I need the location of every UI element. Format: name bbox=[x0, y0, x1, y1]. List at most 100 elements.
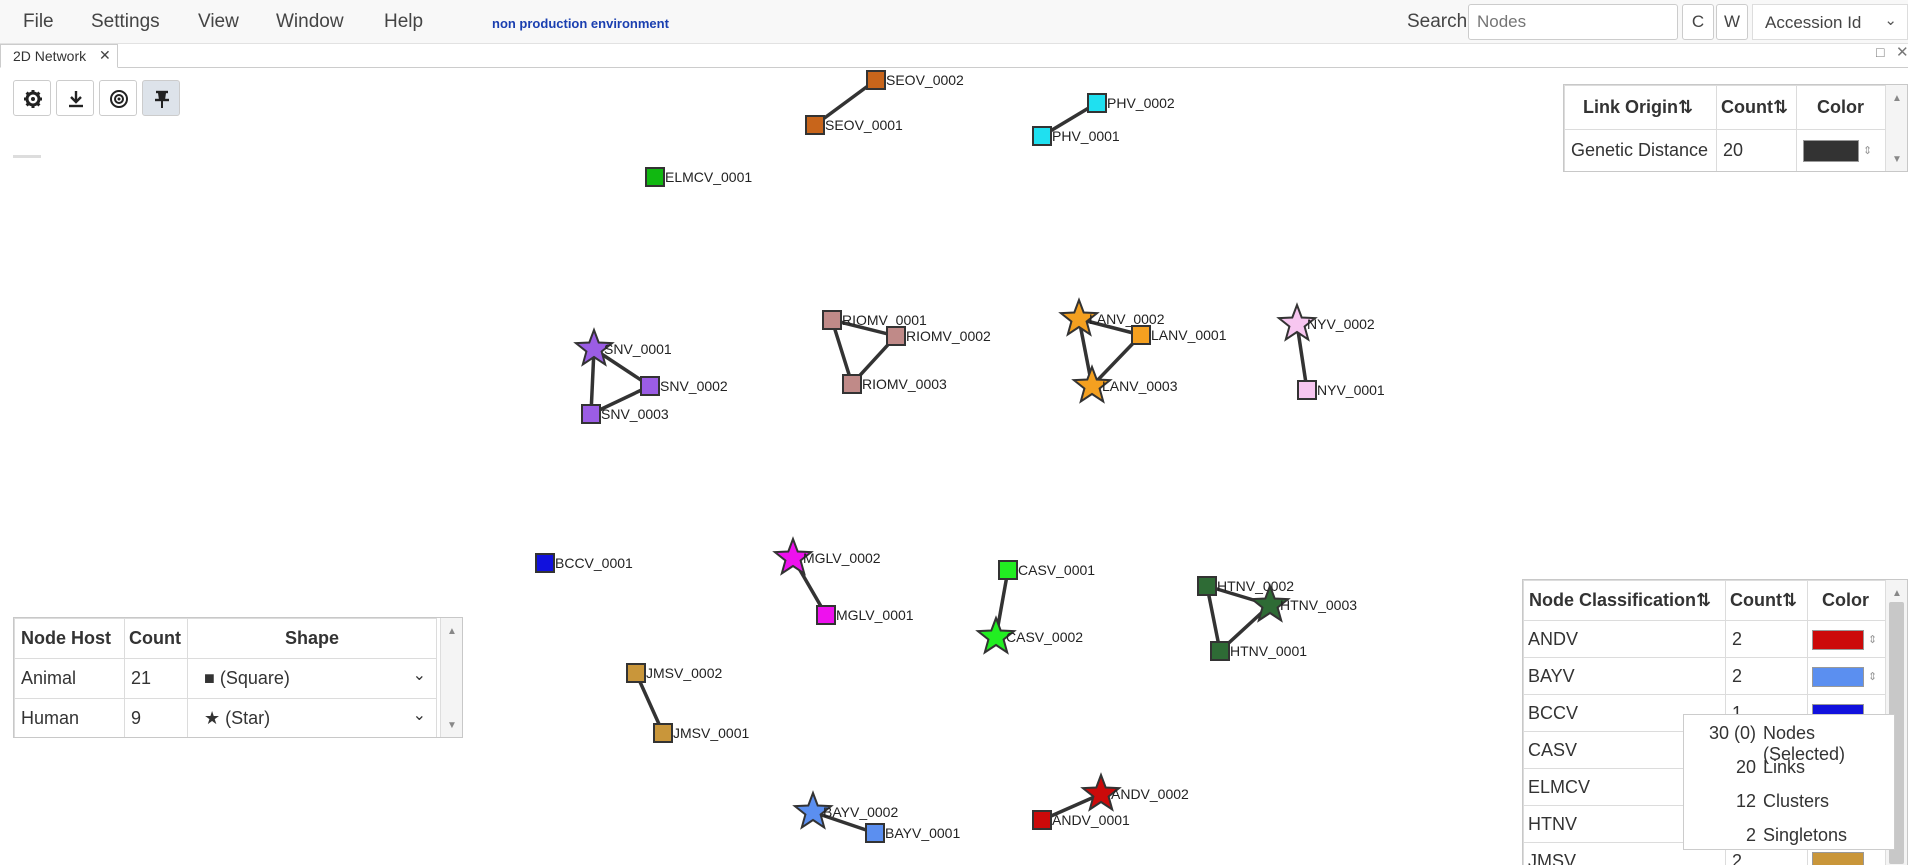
network-graph[interactable]: SEOV_0002SEOV_0001PHV_0002PHV_0001ELMCV_… bbox=[0, 68, 1908, 865]
network-node[interactable] bbox=[1032, 810, 1052, 830]
table-row: ANDV 2 ⇕ bbox=[1523, 620, 1886, 658]
host-cell: Human bbox=[14, 698, 125, 737]
link-color-cell[interactable]: ⇕ bbox=[1796, 129, 1888, 171]
network-node[interactable] bbox=[805, 115, 825, 135]
menu-window[interactable]: Window bbox=[276, 11, 344, 32]
network-node[interactable] bbox=[1297, 380, 1317, 400]
host-header: Node Host bbox=[14, 618, 125, 659]
network-node[interactable] bbox=[816, 605, 836, 625]
target-icon bbox=[110, 90, 128, 108]
network-stats-panel: 30 (0) Nodes (Selected) 20 Links 12 Clus… bbox=[1683, 714, 1895, 850]
color-swatch[interactable] bbox=[1812, 629, 1864, 650]
network-link[interactable] bbox=[1295, 323, 1309, 391]
network-node[interactable] bbox=[1032, 126, 1052, 146]
network-node[interactable] bbox=[1087, 93, 1107, 113]
tab-2d-network[interactable]: 2D Network ✕ bbox=[0, 44, 118, 68]
node-label: RIOMV_0002 bbox=[906, 328, 991, 344]
network-node[interactable] bbox=[975, 615, 1017, 655]
stat-label: Nodes (Selected) bbox=[1763, 723, 1846, 764]
stat-label: Singletons bbox=[1763, 825, 1848, 845]
menu-view[interactable]: View bbox=[198, 11, 239, 32]
maximize-icon[interactable]: □ bbox=[1876, 44, 1885, 60]
search-field-select[interactable]: Accession Id ⌄ bbox=[1752, 4, 1908, 40]
case-sensitive-button[interactable]: C bbox=[1682, 4, 1714, 40]
network-node[interactable] bbox=[573, 327, 615, 367]
network-node[interactable] bbox=[1276, 302, 1318, 342]
close-window-icon[interactable]: ✕ bbox=[1896, 44, 1908, 61]
network-link[interactable] bbox=[1078, 317, 1142, 337]
node-label: RIOMV_0001 bbox=[842, 312, 927, 328]
color-swatch[interactable] bbox=[1812, 851, 1864, 865]
node-label: ELMCV_0001 bbox=[665, 169, 752, 185]
node-label: LANV_0002 bbox=[1089, 311, 1165, 327]
network-node[interactable] bbox=[1197, 576, 1217, 596]
network-node[interactable] bbox=[1080, 772, 1122, 812]
network-node[interactable] bbox=[581, 404, 601, 424]
slider-handle[interactable] bbox=[13, 155, 41, 158]
network-node[interactable] bbox=[653, 723, 673, 743]
network-link[interactable] bbox=[830, 319, 854, 385]
network-link[interactable] bbox=[813, 78, 878, 127]
settings-button[interactable] bbox=[13, 80, 51, 116]
network-node[interactable] bbox=[1249, 583, 1291, 623]
scroll-up-icon[interactable]: ▲ bbox=[447, 626, 457, 637]
link-color-header: Color bbox=[1796, 85, 1888, 130]
class-count-header[interactable]: Count⇅ bbox=[1725, 580, 1808, 621]
classification-header[interactable]: Node Classification⇅ bbox=[1523, 580, 1726, 621]
network-node[interactable] bbox=[865, 823, 885, 843]
network-node[interactable] bbox=[645, 167, 665, 187]
link-origin-header[interactable]: Link Origin⇅ bbox=[1564, 85, 1717, 130]
network-node[interactable] bbox=[1058, 297, 1100, 337]
stat-label: Clusters bbox=[1763, 791, 1830, 811]
search-input[interactable] bbox=[1468, 4, 1678, 40]
menu-settings[interactable]: Settings bbox=[91, 11, 160, 32]
color-swatch[interactable] bbox=[1812, 666, 1864, 687]
network-link[interactable] bbox=[831, 318, 897, 338]
node-label: ANDV_0001 bbox=[1052, 812, 1130, 828]
link-count-cell: 20 bbox=[1716, 129, 1797, 171]
node-label: SEOV_0002 bbox=[886, 72, 964, 88]
network-node[interactable] bbox=[842, 374, 862, 394]
link-count-header[interactable]: Count⇅ bbox=[1716, 85, 1797, 130]
network-node[interactable] bbox=[792, 790, 834, 830]
chevron-down-icon: ⌄ bbox=[412, 707, 426, 724]
network-node[interactable] bbox=[640, 376, 660, 396]
table-row: BAYV 2 ⇕ bbox=[1523, 657, 1886, 695]
close-icon[interactable]: ✕ bbox=[99, 47, 111, 63]
network-node[interactable] bbox=[626, 663, 646, 683]
shape-select[interactable]: ★ (Star) ⌄ bbox=[187, 698, 437, 737]
node-label: SNV_0003 bbox=[601, 406, 669, 422]
center-view-button[interactable] bbox=[99, 80, 137, 116]
menu-file[interactable]: File bbox=[23, 11, 54, 32]
whole-word-button[interactable]: W bbox=[1716, 4, 1748, 40]
class-count-cell: 2 bbox=[1725, 620, 1808, 658]
menu-help[interactable]: Help bbox=[384, 11, 424, 32]
node-label: SNV_0002 bbox=[660, 378, 728, 394]
color-swatch[interactable] bbox=[1803, 139, 1859, 162]
network-node[interactable] bbox=[1210, 641, 1230, 661]
network-node[interactable] bbox=[1131, 325, 1151, 345]
pin-nodes-button[interactable] bbox=[142, 80, 180, 116]
table-row: Animal 21 ■ (Square) ⌄ bbox=[14, 658, 437, 699]
network-node[interactable] bbox=[772, 536, 814, 576]
tab-label: 2D Network bbox=[13, 48, 87, 64]
export-button[interactable] bbox=[56, 80, 94, 116]
network-node[interactable] bbox=[535, 553, 555, 573]
node-label: SNV_0001 bbox=[604, 341, 672, 357]
network-link[interactable] bbox=[589, 348, 596, 415]
network-node[interactable] bbox=[866, 70, 886, 90]
scroll-up-icon[interactable]: ▲ bbox=[1892, 93, 1902, 104]
network-node[interactable] bbox=[822, 310, 842, 330]
scrollbar[interactable]: ▲ ▼ bbox=[440, 618, 462, 737]
stat-value: 30 (0) bbox=[1708, 723, 1756, 743]
network-link[interactable] bbox=[1205, 585, 1222, 652]
shape-select[interactable]: ■ (Square) ⌄ bbox=[187, 658, 437, 699]
scrollbar[interactable]: ▲ ▼ bbox=[1885, 85, 1907, 171]
scroll-up-icon[interactable]: ▲ bbox=[1892, 588, 1902, 599]
network-node[interactable] bbox=[886, 326, 906, 346]
scroll-down-icon[interactable]: ▼ bbox=[447, 720, 457, 731]
network-node[interactable] bbox=[998, 560, 1018, 580]
network-link[interactable] bbox=[812, 810, 876, 835]
network-node[interactable] bbox=[1071, 364, 1113, 404]
scroll-down-icon[interactable]: ▼ bbox=[1892, 154, 1902, 165]
